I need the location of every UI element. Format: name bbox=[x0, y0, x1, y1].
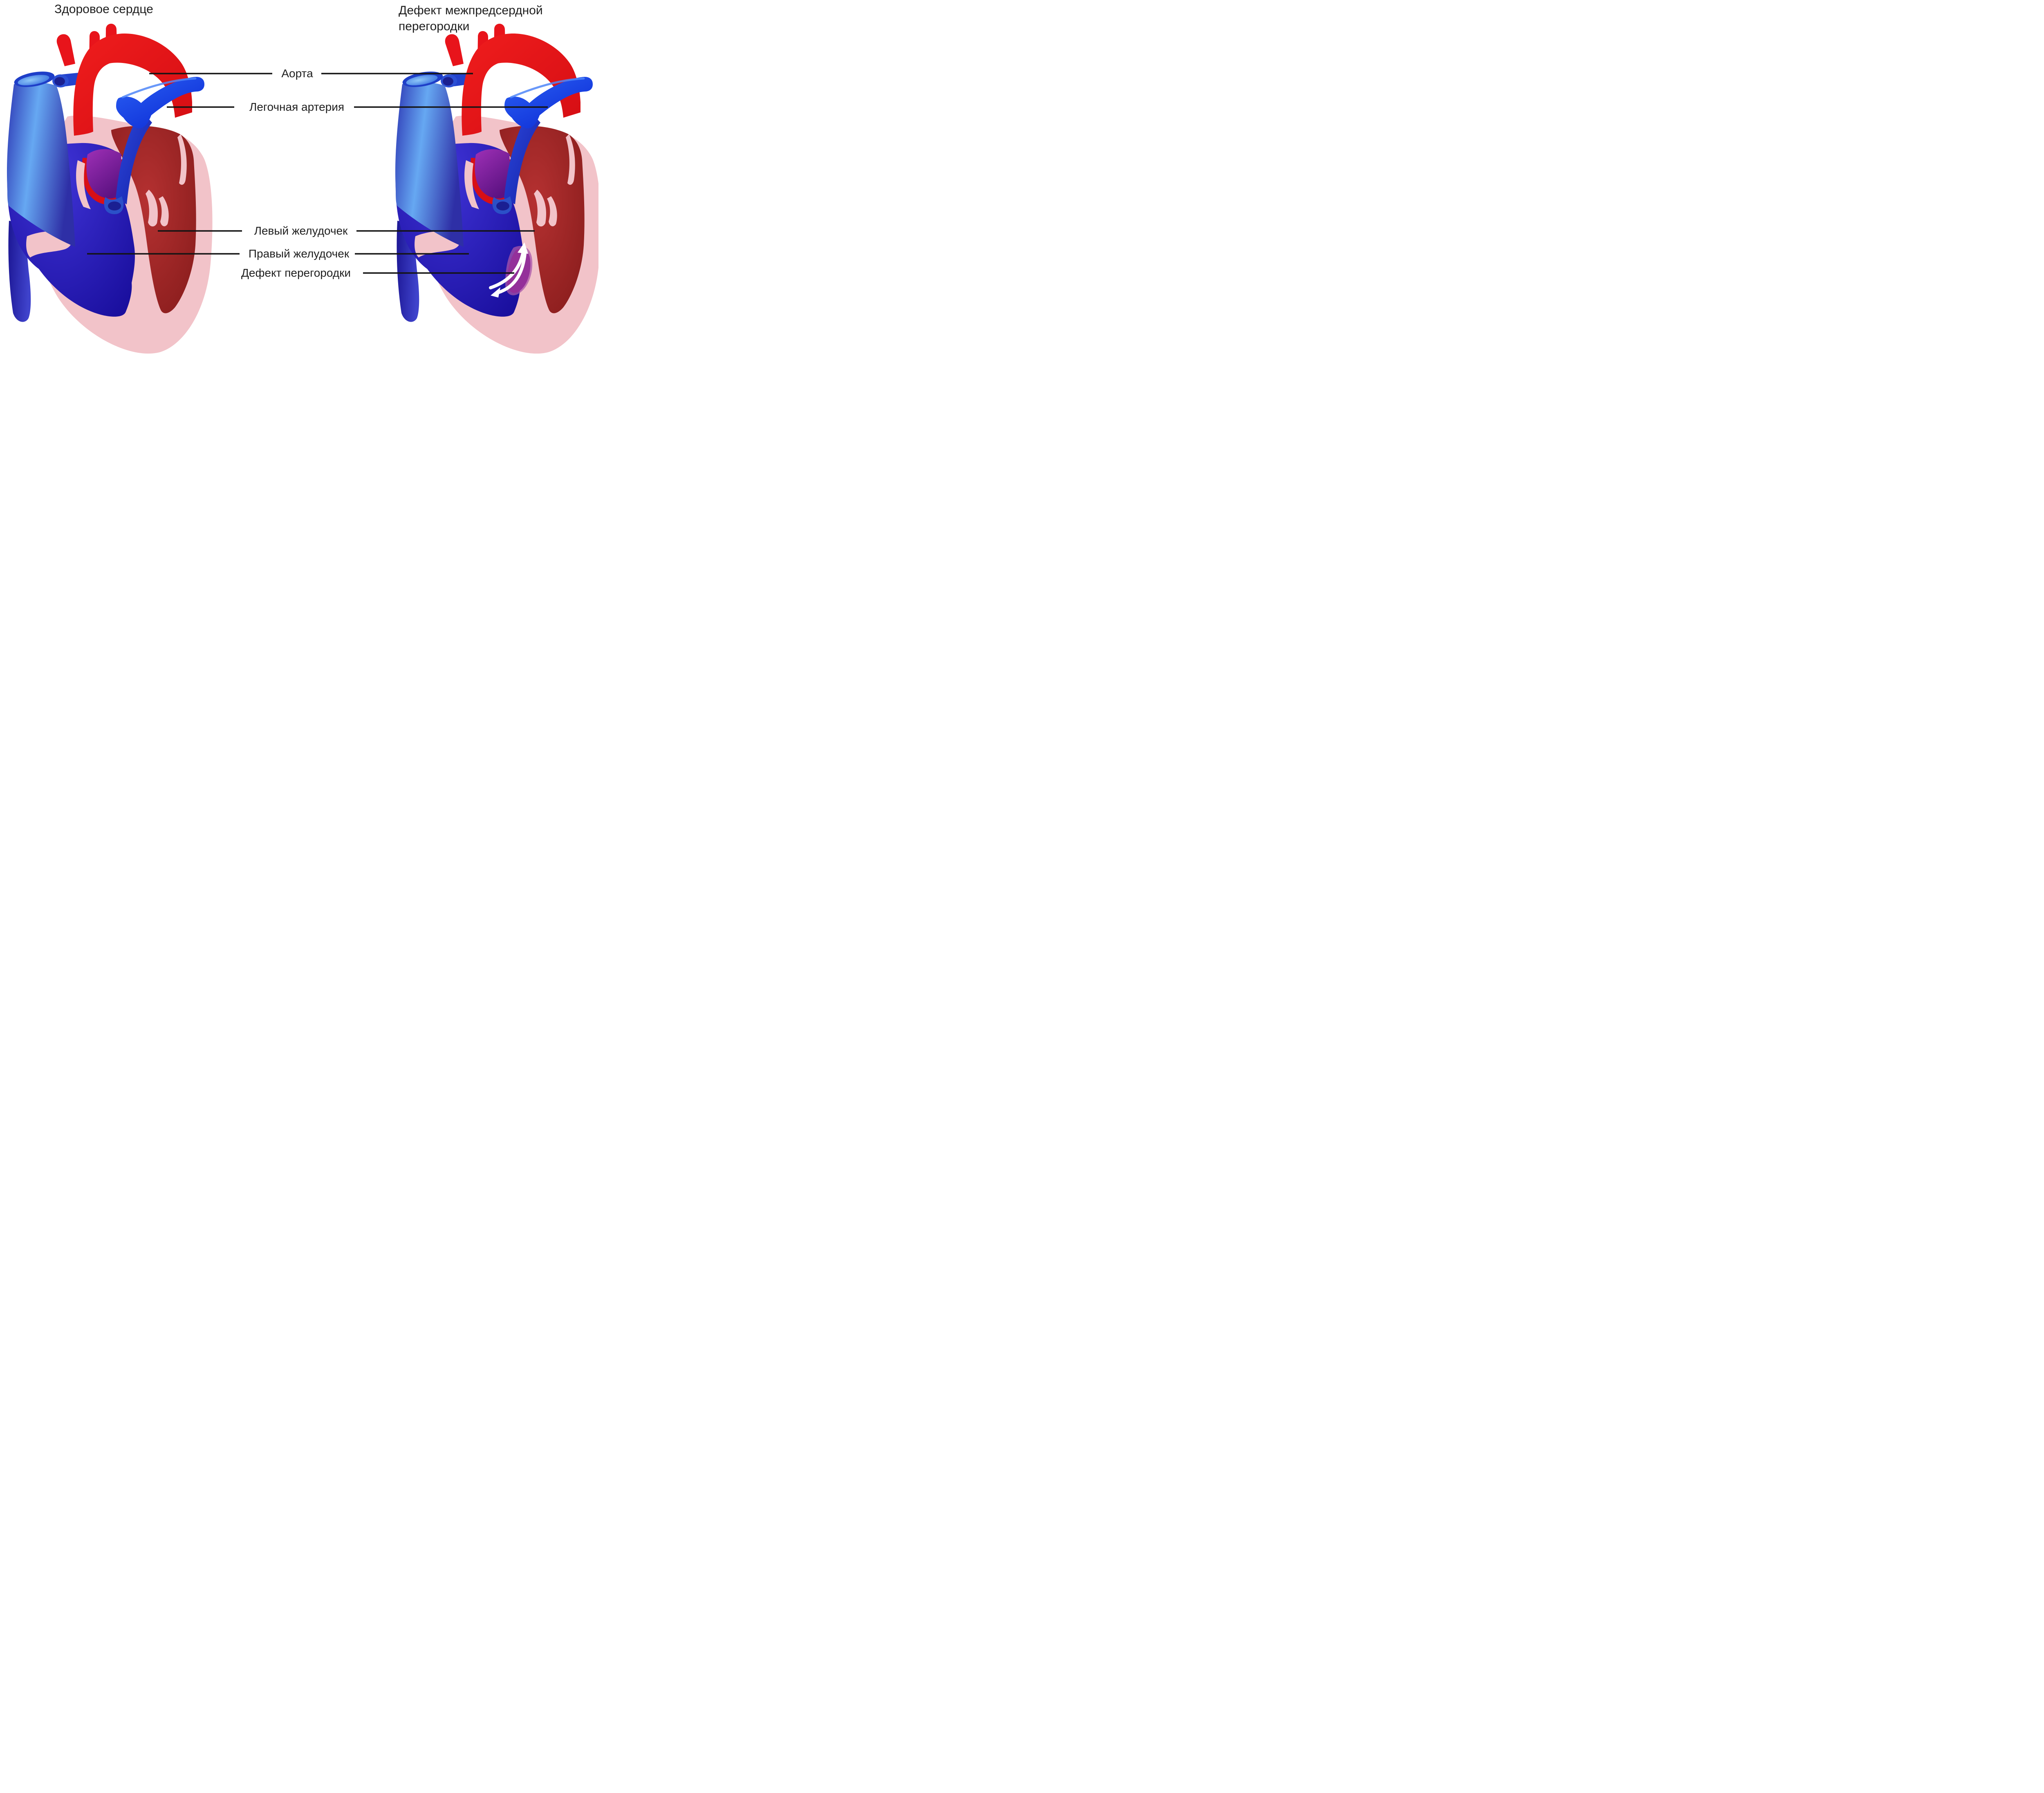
heart-diagram bbox=[0, 0, 598, 358]
leader-lines bbox=[87, 73, 548, 274]
septal-defect-overlay bbox=[489, 242, 533, 298]
asd-heart-figure bbox=[395, 24, 598, 354]
label-pulmonary-artery: Легочная артерия bbox=[249, 101, 345, 113]
label-right-ventricle: Правый желудочек bbox=[248, 247, 350, 260]
title-defect-heart: Дефект межпредсердной перегородки bbox=[399, 4, 543, 33]
label-septal-defect: Дефект перегородки bbox=[241, 266, 351, 279]
infographic-canvas: Здоровое сердце Дефект межпредсердной пе… bbox=[0, 0, 598, 358]
label-aorta: Аорта bbox=[281, 67, 313, 80]
title-healthy-heart: Здоровое сердце bbox=[54, 2, 153, 16]
label-left-ventricle: Левый желудочек bbox=[254, 224, 348, 237]
